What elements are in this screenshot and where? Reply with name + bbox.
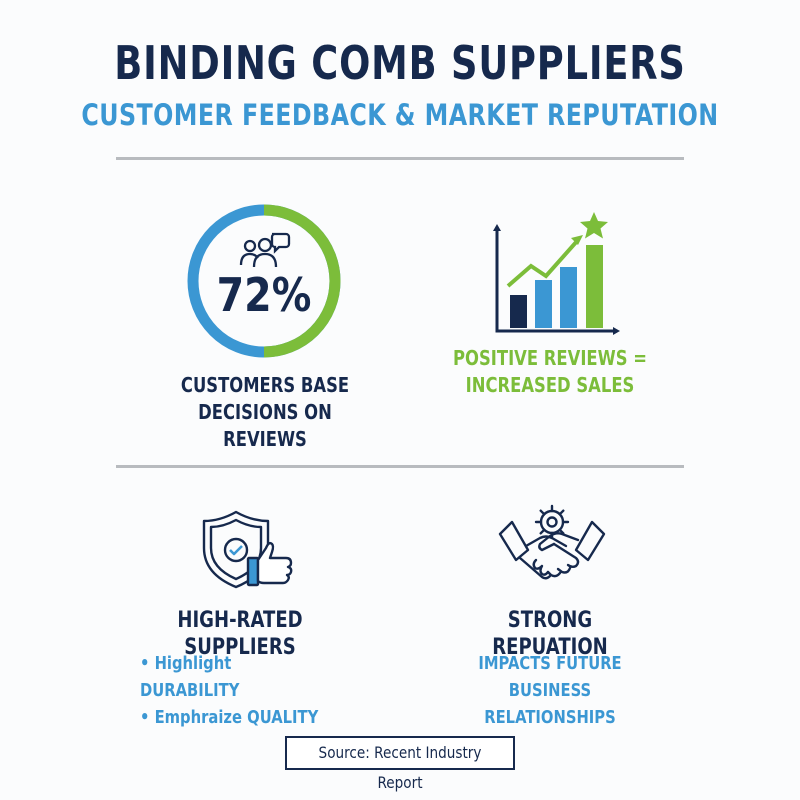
middle-divider bbox=[116, 465, 684, 468]
source-box: Source: Recent Industry Report bbox=[285, 736, 515, 792]
growth-chart-star-icon bbox=[493, 212, 620, 335]
top-divider bbox=[116, 157, 684, 160]
sales-caption: POSITIVE REVIEWS = INCREASED SALES bbox=[452, 345, 649, 399]
sales-caption-line2: INCREASED SALES bbox=[465, 373, 635, 397]
page-subtitle: CUSTOMER FEEDBACK & MARKET REPUTATION bbox=[81, 98, 719, 132]
handshake-gear-icon bbox=[498, 504, 606, 580]
reviews-caption: CUSTOMERS BASE DECISIONS ON REVIEWS bbox=[163, 372, 368, 453]
reputation-line2: BUSINESS RELATIONSHIPS bbox=[484, 680, 616, 728]
reviews-caption-line2: DECISIONS ON REVIEWS bbox=[198, 400, 332, 451]
reputation-text: IMPACTS FUTURE BUSINESS RELATIONSHIPS bbox=[443, 650, 656, 731]
source-text: Source: Recent Industry Report bbox=[318, 743, 482, 792]
high-rated-heading: HIGH-RATED SUPPLIERS bbox=[177, 608, 303, 660]
reputation-heading: STRONG REPUATION bbox=[492, 608, 608, 660]
sales-caption-line1: POSITIVE REVIEWS = bbox=[453, 346, 647, 370]
bullet-item: • Emphraize QUALITY bbox=[140, 707, 319, 728]
reviews-caption-line1: CUSTOMERS BASE bbox=[180, 373, 350, 397]
review-gauge bbox=[187, 204, 341, 358]
review-percentage: 72% bbox=[216, 268, 312, 322]
people-chat-icon bbox=[239, 232, 291, 268]
shield-thumbs-up-icon bbox=[202, 510, 293, 589]
high-rated-bullets: • Highlight DURABILITY • Emphraize QUALI… bbox=[140, 650, 320, 731]
bullet-item: • Highlight DURABILITY bbox=[140, 653, 240, 701]
page-title: BINDING COMB SUPPLIERS bbox=[114, 36, 686, 90]
reputation-line1: IMPACTS FUTURE bbox=[478, 653, 622, 674]
